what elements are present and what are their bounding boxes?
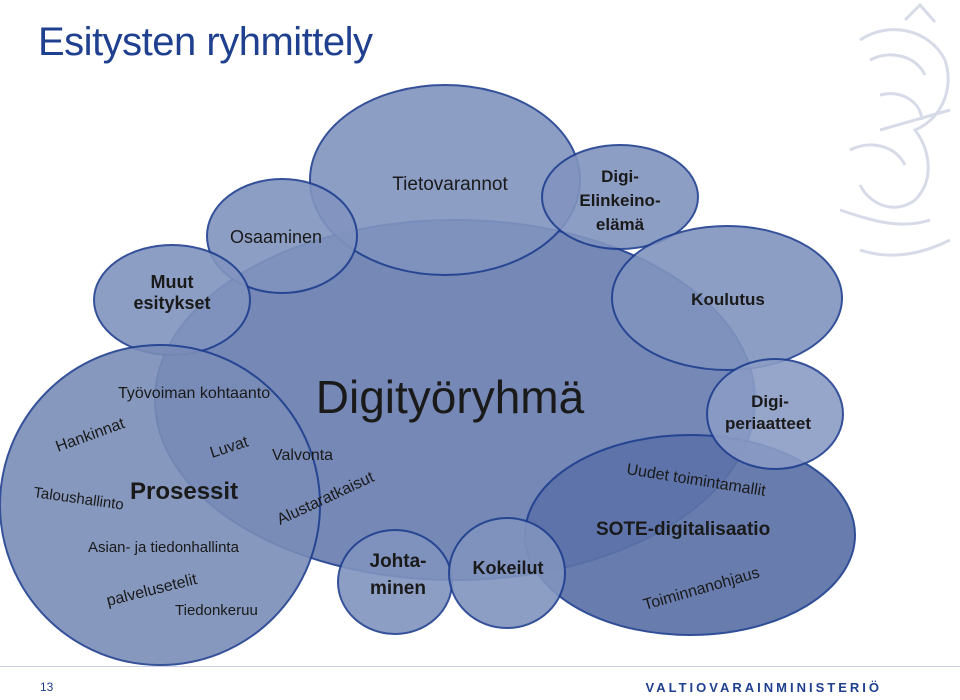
label-muut-line2: esitykset bbox=[133, 293, 210, 313]
bubble-prosessit bbox=[0, 344, 321, 666]
label-digi-line1: Digi- bbox=[601, 167, 639, 186]
label-tyovoiman: Työvoiman kohtaanto bbox=[118, 385, 270, 402]
organization-name: VALTIOVARAINMINISTERIÖ bbox=[645, 680, 882, 695]
label-valvonta: Valvonta bbox=[272, 447, 333, 464]
crest-watermark-icon bbox=[839, 2, 951, 257]
label-tiedonkeruu: Tiedonkeruu bbox=[175, 602, 258, 619]
label-digiperiaatteet-line1: Digi- bbox=[751, 392, 789, 411]
label-osaaminen: Osaaminen bbox=[230, 227, 322, 247]
label-digi-line3: elämä bbox=[596, 215, 645, 234]
label-asian: Asian- ja tiedonhallinta bbox=[88, 539, 240, 556]
bubble-kokeilut bbox=[448, 517, 566, 629]
label-prosessit: Prosessit bbox=[130, 478, 238, 505]
bubble-digi-elinkeinoelama bbox=[541, 144, 699, 250]
page-title: Esitysten ryhmittely bbox=[38, 20, 373, 64]
label-johtaminen-line1: Johta- bbox=[370, 551, 427, 572]
label-johtaminen-line2: minen bbox=[370, 578, 426, 599]
label-tietovarannot: Tietovarannot bbox=[392, 174, 508, 195]
label-sote: SOTE-digitalisaatio bbox=[596, 519, 770, 540]
label-digiperiaatteet-line2: periaatteet bbox=[725, 414, 811, 433]
bubble-koulutus bbox=[611, 225, 843, 371]
label-muut-line1: Muut bbox=[151, 272, 194, 292]
page-number: 13 bbox=[40, 680, 54, 694]
label-digi-line2: Elinkeino- bbox=[579, 191, 660, 210]
label-koulutus: Koulutus bbox=[691, 290, 765, 309]
bubble-osaaminen bbox=[206, 178, 358, 294]
center-label: Digityöryhmä bbox=[316, 371, 585, 423]
footer-divider bbox=[0, 666, 960, 667]
bubble-digiperiaatteet bbox=[706, 358, 844, 470]
label-kokeilut: Kokeilut bbox=[472, 558, 543, 578]
